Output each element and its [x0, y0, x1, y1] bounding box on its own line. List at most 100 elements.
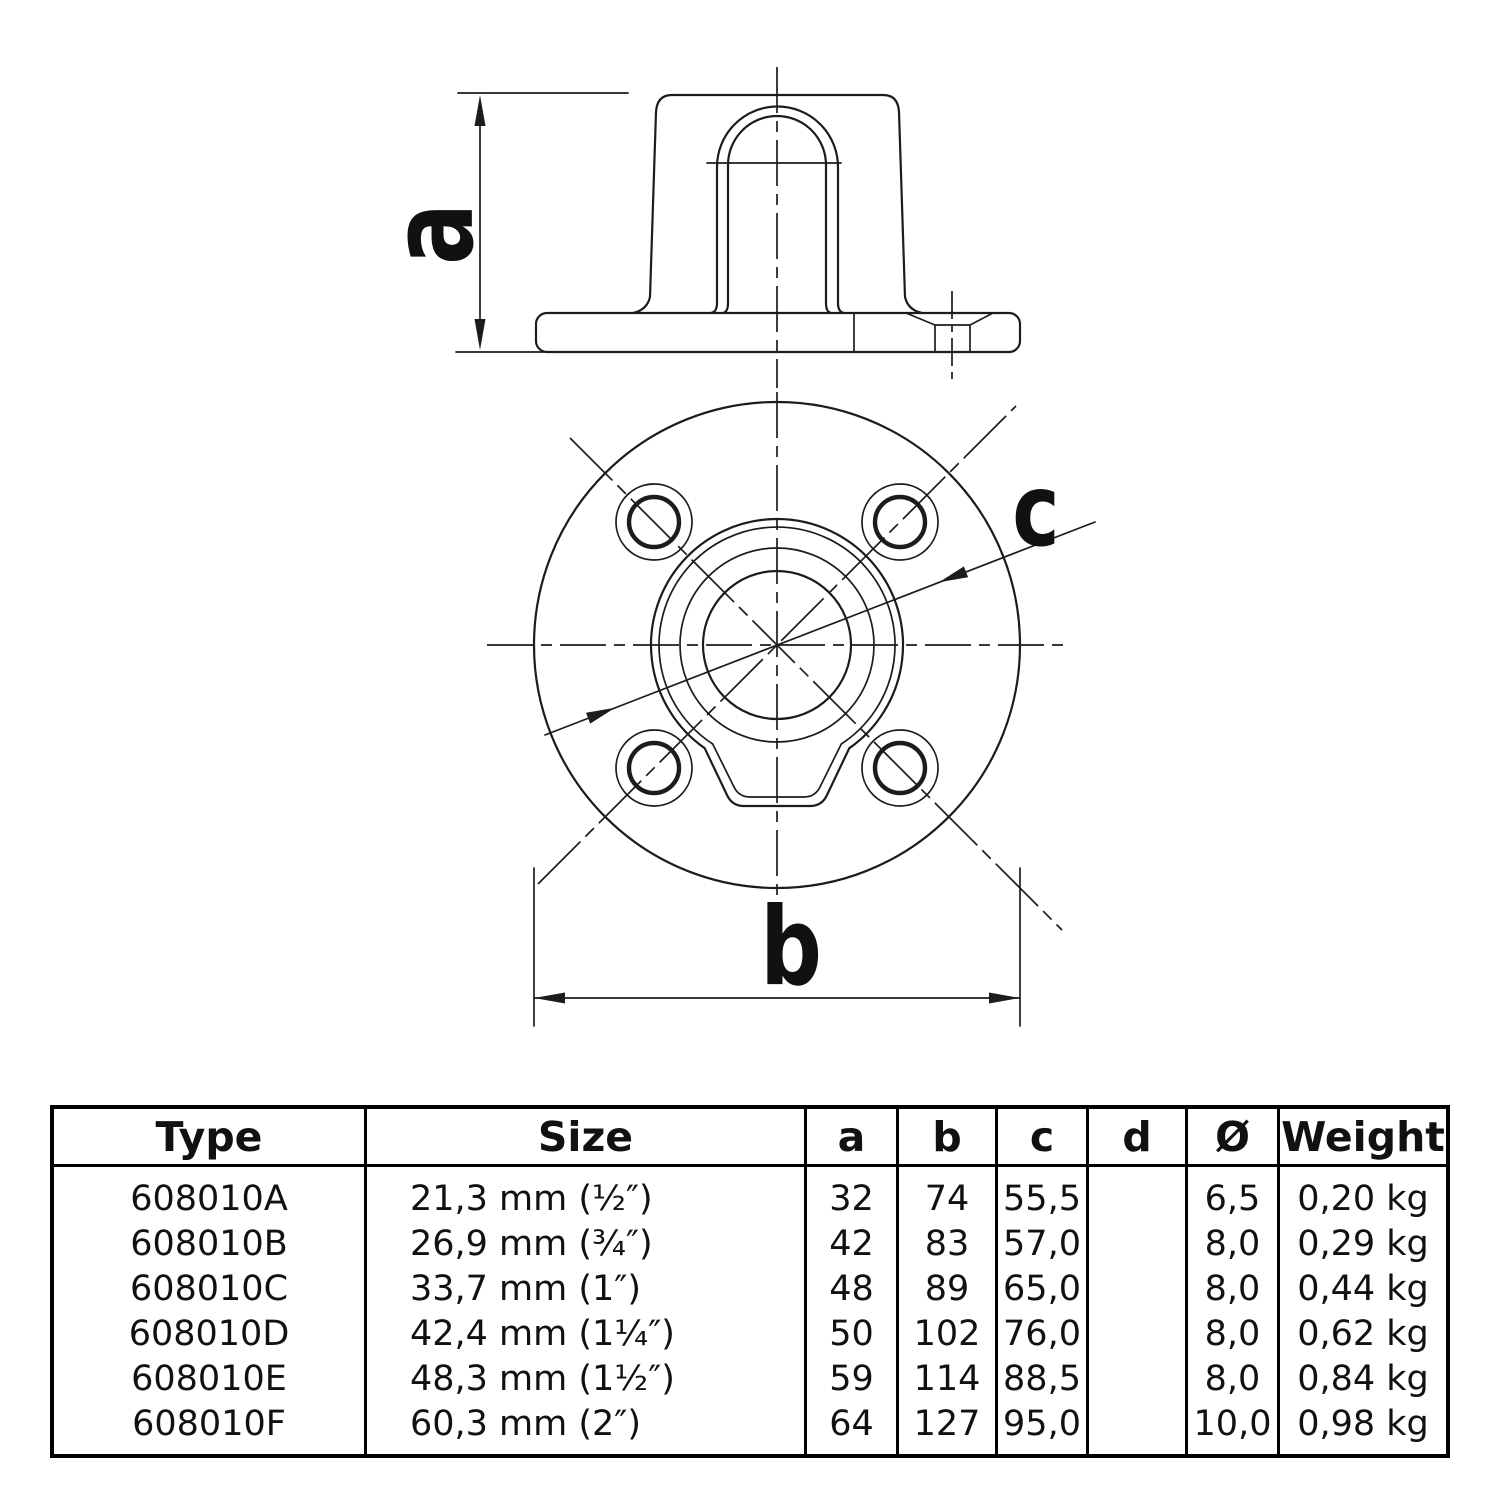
bore-circle	[701, 569, 853, 721]
countersink-section	[905, 312, 994, 353]
cell-diameter: 8,0	[1204, 1224, 1261, 1264]
cell-size: 21,3 mm (½″)	[410, 1179, 653, 1219]
cell-b: 114	[913, 1359, 981, 1399]
dim-label-a: a	[366, 202, 500, 266]
column-c: c 55,5 57,0 65,0 76,0 88,5 95,0	[998, 1109, 1089, 1454]
cell-a: 32	[829, 1179, 874, 1219]
cell-b: 74	[924, 1179, 970, 1219]
spec-table: Type 608010A 608010B 608010C 608010D 608…	[50, 1105, 1450, 1458]
dim-c-arrow-upper	[939, 566, 969, 583]
cell-a: 48	[829, 1269, 874, 1309]
cell-weight: 0,20 kg	[1297, 1179, 1429, 1219]
cell-a: 42	[829, 1224, 874, 1264]
dome-inner	[721, 114, 833, 315]
bolt-hole-boss	[615, 483, 693, 561]
bolt-hole-boss	[861, 483, 939, 561]
column-header-diameter: Ø	[1188, 1109, 1277, 1167]
cell-a: 59	[829, 1359, 874, 1399]
column-header-weight: Weight	[1280, 1109, 1446, 1167]
bolt-hole	[626, 740, 682, 796]
flange-circle	[532, 400, 1022, 890]
cell-a: 64	[829, 1404, 874, 1444]
cell-diameter: 8,0	[1204, 1269, 1261, 1309]
column-diameter: Ø 6,5 8,0 8,0 8,0 8,0 10,0	[1188, 1109, 1280, 1454]
dim-a-arrow-down	[474, 319, 486, 350]
cell-size: 33,7 mm (1″)	[410, 1269, 642, 1309]
dim-a-arrow-up	[474, 95, 486, 126]
cell-c: 55,5	[1003, 1179, 1081, 1219]
diagonal-centerline-nw-se	[569, 437, 1063, 931]
socket-outline	[631, 93, 924, 315]
dim-b-arrow-left	[534, 992, 565, 1004]
column-header-type: Type	[54, 1109, 364, 1167]
boss-outer-contour	[649, 517, 905, 808]
dim-c-line	[544, 521, 1096, 736]
column-header-c: c	[998, 1109, 1086, 1167]
cell-d	[1089, 1177, 1185, 1222]
bolt-hole-boss	[861, 729, 939, 807]
dim-label-b: b	[760, 884, 822, 1010]
bolt-hole	[626, 494, 682, 550]
column-header-a: a	[807, 1109, 896, 1167]
boss-inner-contour	[658, 526, 896, 798]
cell-size: 60,3 mm (2″)	[410, 1404, 642, 1444]
cell-type: 608010E	[131, 1359, 287, 1399]
cell-b: 89	[924, 1269, 970, 1309]
dim-b-arrow-right	[989, 992, 1020, 1004]
cell-size: 48,3 mm (1½″)	[410, 1359, 675, 1399]
cell-c: 95,0	[1003, 1404, 1081, 1444]
cell-diameter: 8,0	[1204, 1314, 1261, 1354]
cell-type: 608010B	[130, 1224, 288, 1264]
technical-drawing	[455, 67, 1096, 1027]
bolt-hole-top-left	[615, 483, 693, 561]
bolt-hole-boss	[615, 729, 693, 807]
cell-weight: 0,84 kg	[1297, 1359, 1429, 1399]
bolt-hole-top-right	[861, 483, 939, 561]
side-view	[455, 67, 1022, 388]
dimension-b	[533, 867, 1021, 1027]
column-a: a 32 42 48 50 59 64	[807, 1109, 899, 1454]
cell-type: 608010C	[129, 1269, 289, 1309]
diagonal-centerline-sw-ne	[537, 405, 1017, 885]
bolt-hole	[872, 494, 928, 550]
cell-c: 88,5	[1003, 1359, 1081, 1399]
column-d: d	[1089, 1109, 1188, 1454]
cell-diameter: 6,5	[1204, 1179, 1261, 1219]
cell-c: 57,0	[1003, 1224, 1081, 1264]
cell-a: 50	[829, 1314, 874, 1354]
socket-chamfer-circle	[679, 547, 875, 743]
cell-weight: 0,44 kg	[1297, 1269, 1429, 1309]
dim-label-c: c	[1012, 451, 1060, 569]
cell-weight: 0,29 kg	[1297, 1224, 1429, 1264]
cell-weight: 0,98 kg	[1297, 1404, 1429, 1444]
cell-size: 42,4 mm (1¼″)	[410, 1314, 675, 1354]
column-header-size: Size	[367, 1109, 804, 1167]
column-type: Type 608010A 608010B 608010C 608010D 608…	[54, 1109, 367, 1454]
cell-weight: 0,62 kg	[1297, 1314, 1429, 1354]
bolt-hole	[872, 740, 928, 796]
cell-type: 608010D	[128, 1314, 290, 1354]
cell-b: 83	[924, 1224, 970, 1264]
cell-b: 127	[913, 1404, 981, 1444]
column-header-b: b	[899, 1109, 995, 1167]
dimension-a	[455, 92, 629, 353]
cell-type: 608010F	[132, 1404, 286, 1444]
dimension-c	[544, 521, 1096, 736]
cell-c: 65,0	[1003, 1269, 1081, 1309]
cell-diameter: 10,0	[1193, 1404, 1272, 1444]
bolt-hole-bottom-right	[861, 729, 939, 807]
column-size: Size 21,3 mm (½″) 26,9 mm (¾″) 33,7 mm (…	[367, 1109, 807, 1454]
column-b: b 74 83 89 102 114 127	[899, 1109, 998, 1454]
bolt-hole-bottom-left	[615, 729, 693, 807]
cell-c: 76,0	[1003, 1314, 1081, 1354]
flange-base	[534, 311, 1022, 354]
cell-d	[1089, 1312, 1185, 1357]
cell-size: 26,9 mm (¾″)	[410, 1224, 653, 1264]
column-weight: Weight 0,20 kg 0,29 kg 0,44 kg 0,62 kg 0…	[1280, 1109, 1446, 1454]
dome-outer	[709, 105, 846, 315]
cell-d	[1089, 1222, 1185, 1267]
dim-c-arrow-lower	[586, 707, 616, 724]
cell-b: 102	[913, 1314, 981, 1354]
cell-d	[1089, 1357, 1185, 1402]
